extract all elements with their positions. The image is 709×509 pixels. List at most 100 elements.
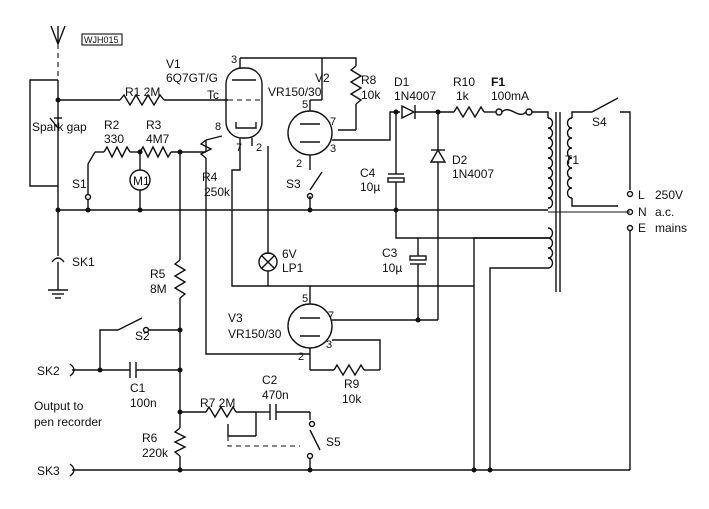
c2-capacitor: C2 470n xyxy=(256,373,311,420)
svg-text:M1: M1 xyxy=(133,174,150,188)
svg-text:R10: R10 xyxy=(453,75,475,89)
svg-text:LP1: LP1 xyxy=(282,261,304,275)
svg-text:C4: C4 xyxy=(360,166,376,180)
svg-text:2: 2 xyxy=(256,142,262,154)
svg-text:8M: 8M xyxy=(150,282,167,296)
svg-text:250V: 250V xyxy=(655,188,683,202)
drawing-id: WJH015 xyxy=(84,35,119,45)
socket-sk2: SK2 xyxy=(37,363,130,378)
svg-text:E: E xyxy=(638,221,646,235)
svg-text:100n: 100n xyxy=(130,396,157,410)
svg-text:R2: R2 xyxy=(104,118,120,132)
svg-text:4M7: 4M7 xyxy=(146,132,170,146)
v3-type: VR150/30 xyxy=(228,327,282,341)
svg-text:7: 7 xyxy=(330,116,336,128)
spark-gap-label: Spark gap xyxy=(32,120,87,134)
v1-ref: V1 xyxy=(166,57,181,71)
socket-sk1: SK1 xyxy=(48,210,95,299)
svg-text:3: 3 xyxy=(330,143,336,155)
svg-text:5: 5 xyxy=(302,99,308,111)
r9-resistor: R9 10k xyxy=(310,363,380,406)
svg-text:2: 2 xyxy=(296,158,302,170)
svg-text:a.c.: a.c. xyxy=(655,205,674,219)
svg-text:C1: C1 xyxy=(130,381,146,395)
v1-type: 6Q7GT/G xyxy=(166,71,218,85)
r10-resistor: R10 1k xyxy=(453,75,496,119)
svg-text:R3: R3 xyxy=(146,118,162,132)
switch-s4: S4 xyxy=(571,97,631,190)
svg-text:S2: S2 xyxy=(135,329,150,343)
svg-text:1N4007: 1N4007 xyxy=(452,167,494,181)
r5-resistor: R5 8M xyxy=(150,152,187,412)
svg-text:D2: D2 xyxy=(452,153,468,167)
svg-text:C3: C3 xyxy=(382,246,398,260)
svg-text:7: 7 xyxy=(328,310,334,322)
svg-text:5: 5 xyxy=(302,293,308,305)
svg-text:SK2: SK2 xyxy=(37,364,60,378)
r4-potentiometer: R4 250k xyxy=(199,135,231,210)
svg-text:R6: R6 xyxy=(142,431,158,445)
r7-potentiometer: R7 2M xyxy=(180,396,256,437)
svg-text:250k: 250k xyxy=(204,185,231,199)
tc-label: Tc xyxy=(207,88,219,102)
spark-gap: Spark gap xyxy=(29,79,87,187)
svg-text:8: 8 xyxy=(215,121,221,133)
svg-text:R7 2M: R7 2M xyxy=(200,396,235,410)
svg-text:470n: 470n xyxy=(262,388,289,402)
v2-ref: V2 xyxy=(315,71,330,85)
svg-text:D1: D1 xyxy=(394,75,410,89)
svg-text:3: 3 xyxy=(326,339,332,351)
lamp-lp1: 6V LP1 xyxy=(258,146,304,286)
svg-text:10µ: 10µ xyxy=(360,180,380,194)
svg-text:1N4007: 1N4007 xyxy=(394,89,436,103)
v3-ref: V3 xyxy=(228,311,243,325)
valve-v1: 3 V1 6Q7GT/G Tc 8 7 2 xyxy=(166,54,263,154)
svg-text:100mA: 100mA xyxy=(491,89,529,103)
svg-text:S3: S3 xyxy=(286,177,301,191)
svg-text:F1: F1 xyxy=(491,75,505,89)
svg-text:10k: 10k xyxy=(361,88,381,102)
svg-text:R5: R5 xyxy=(150,267,166,281)
svg-text:N: N xyxy=(638,205,647,219)
output-label-line1: Output to xyxy=(34,399,84,413)
transformer-t1: T1 xyxy=(547,112,579,292)
c4-capacitor: C4 10µ xyxy=(360,112,405,210)
svg-text:C2: C2 xyxy=(262,373,278,387)
meter-m1: M1 xyxy=(129,152,151,210)
d2-diode: D2 1N4007 xyxy=(429,112,494,320)
svg-text:10k: 10k xyxy=(342,392,362,406)
socket-sk3: SK3 xyxy=(37,463,630,478)
svg-text:6V: 6V xyxy=(282,247,297,261)
c1-capacitor: C1 100n xyxy=(129,362,180,410)
svg-text:T1: T1 xyxy=(565,153,579,167)
c3-capacitor: C3 10µ xyxy=(382,238,427,320)
svg-text:S4: S4 xyxy=(592,115,607,129)
svg-text:S1: S1 xyxy=(72,177,87,191)
mains-terminals: L N E 250V a.c. mains xyxy=(626,188,687,235)
d1-diode: D1 1N4007 xyxy=(394,75,454,120)
switch-s5: S5 xyxy=(227,412,341,460)
r3-resistor: R3 4M7 xyxy=(139,118,206,159)
svg-text:SK1: SK1 xyxy=(72,255,95,269)
svg-text:1k: 1k xyxy=(456,89,470,103)
v2-type: VR150/30 xyxy=(268,85,322,99)
svg-text:SK3: SK3 xyxy=(37,464,60,478)
r8-resistor: R8 10k xyxy=(338,65,381,131)
svg-text:220k: 220k xyxy=(142,446,169,460)
output-label-line2: pen recorder xyxy=(34,415,102,429)
svg-text:S5: S5 xyxy=(326,435,341,449)
svg-text:R8: R8 xyxy=(361,73,377,87)
valve-v3: 5 7 2 3 V3 VR150/30 xyxy=(228,286,334,370)
svg-text:3: 3 xyxy=(231,54,237,66)
svg-text:R9: R9 xyxy=(344,377,360,391)
r1-resistor: R1 2M xyxy=(55,85,228,107)
r2-resistor: R2 330 xyxy=(95,118,140,159)
svg-text:mains: mains xyxy=(655,221,687,235)
switch-s3: S3 xyxy=(286,162,323,210)
svg-text:10µ: 10µ xyxy=(382,261,402,275)
r6-resistor: R6 220k xyxy=(142,412,187,470)
svg-text:7: 7 xyxy=(236,142,242,154)
f1-fuse: F1 100mA xyxy=(491,75,549,118)
svg-text:L: L xyxy=(638,188,645,202)
